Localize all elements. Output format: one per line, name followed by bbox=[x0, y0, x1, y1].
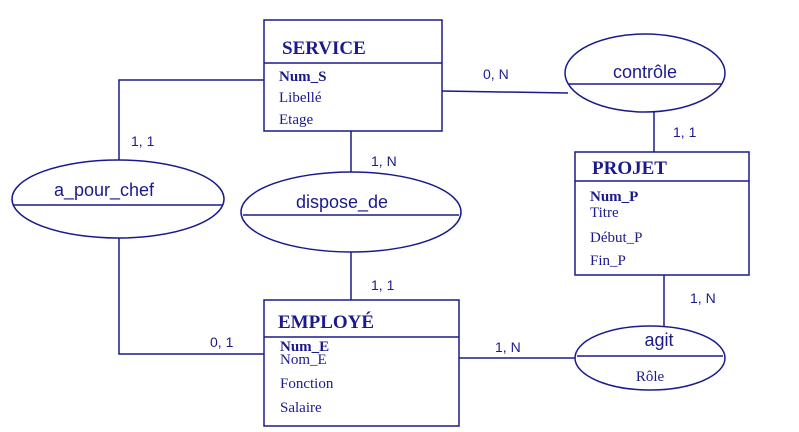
relation-agit-attribute: Rôle bbox=[636, 369, 665, 385]
cardinality-employe-agit: 1, N bbox=[495, 339, 521, 355]
relation-dispose-de[interactable]: dispose_de bbox=[240, 171, 462, 253]
cardinality-service-controle: 0, N bbox=[483, 66, 509, 82]
entity-projet-attr: Titre bbox=[590, 205, 619, 221]
relation-controle[interactable]: contrôle bbox=[564, 33, 726, 113]
entity-projet-box bbox=[574, 151, 750, 276]
entity-projet-key: Num_P bbox=[590, 189, 638, 205]
entity-employe-attr: Fonction bbox=[280, 376, 334, 392]
entity-projet-attr: Fin_P bbox=[590, 253, 626, 269]
line-service-controle bbox=[441, 90, 569, 94]
entity-employe-attr: Salaire bbox=[280, 400, 322, 416]
relation-agit-ellipse bbox=[574, 325, 726, 391]
cardinality-service-dispose-de: 1, N bbox=[371, 153, 397, 169]
relation-a-pour-chef-ellipse bbox=[11, 159, 225, 239]
cardinality-projet-controle: 1, 1 bbox=[673, 124, 697, 140]
entity-employe-box bbox=[263, 299, 460, 427]
entity-service-attr: Etage bbox=[279, 112, 313, 128]
relation-controle-ellipse bbox=[564, 33, 726, 113]
entity-employe[interactable]: EMPLOYÉ Num_E Nom_E Fonction Salaire bbox=[263, 299, 460, 427]
relation-agit-label: agit bbox=[644, 330, 673, 350]
relation-a-pour-chef-label: a_pour_chef bbox=[54, 180, 155, 201]
entity-projet[interactable]: PROJET Num_P Titre Début_P Fin_P bbox=[574, 151, 750, 276]
entity-service-title: SERVICE bbox=[282, 38, 366, 59]
line-a-pour-chef-employe bbox=[118, 238, 264, 355]
relation-dispose-de-ellipse bbox=[240, 171, 462, 253]
connectors bbox=[118, 79, 665, 359]
entity-employe-key: Num_E bbox=[280, 339, 329, 355]
line-service-a-pour-chef bbox=[118, 79, 264, 160]
cardinality-projet-agit: 1, N bbox=[690, 290, 716, 306]
cardinality-employe-a-pour-chef: 0, 1 bbox=[210, 334, 234, 350]
cardinalities: 0, N 1, 1 1, 1 0, 1 1, N 1, 1 1, N 1, N bbox=[131, 66, 716, 355]
cardinality-employe-dispose-de: 1, 1 bbox=[371, 277, 395, 293]
entity-projet-attr: Début_P bbox=[590, 230, 643, 246]
entity-service-key: Num_S bbox=[279, 69, 327, 85]
entity-employe-title: EMPLOYÉ bbox=[278, 311, 374, 333]
relation-controle-label: contrôle bbox=[613, 62, 677, 82]
relation-a-pour-chef[interactable]: a_pour_chef bbox=[11, 159, 225, 239]
entity-service-box bbox=[263, 19, 443, 132]
entity-service-attr: Libellé bbox=[279, 90, 322, 106]
cardinality-service-a-pour-chef: 1, 1 bbox=[131, 133, 155, 149]
relation-agit[interactable]: agit Rôle bbox=[574, 325, 726, 391]
entity-projet-title: PROJET bbox=[592, 158, 667, 179]
entity-service[interactable]: SERVICE Num_S Libellé Etage bbox=[263, 19, 443, 132]
relation-dispose-de-label: dispose_de bbox=[296, 192, 388, 213]
entity-employe-attr: Nom_E bbox=[280, 352, 327, 368]
